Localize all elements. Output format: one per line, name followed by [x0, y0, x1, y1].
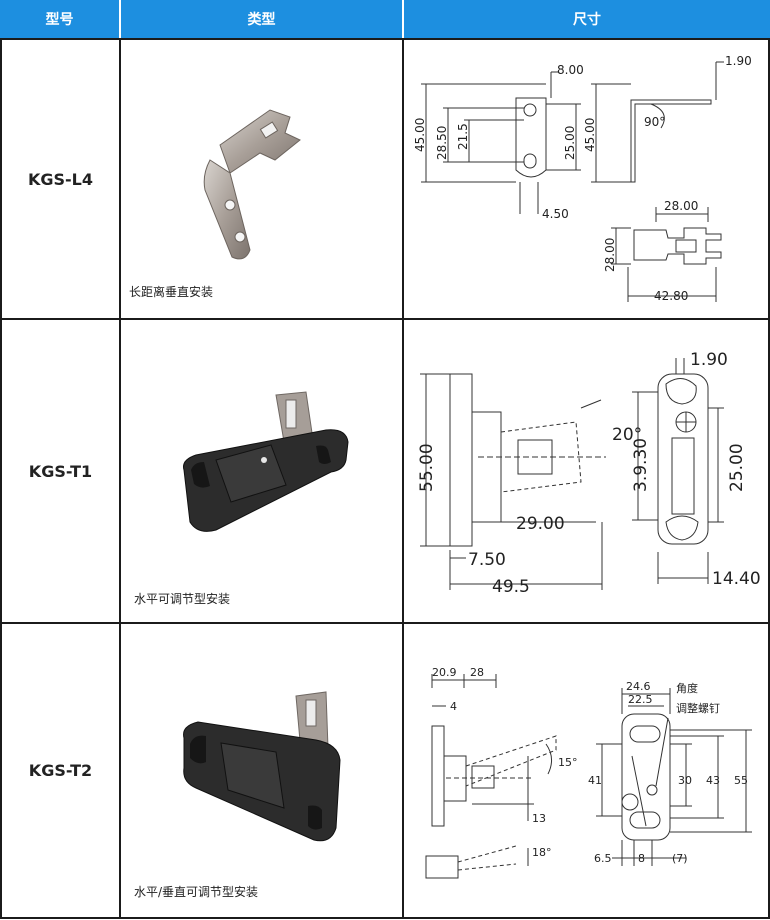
dim-label: 29.00 [516, 514, 565, 534]
dim-label: 43 [706, 774, 720, 787]
dim-label: 28.50 [435, 126, 449, 160]
header-divider [119, 0, 121, 38]
annotation-label: 调整螺钉 [676, 701, 720, 715]
dim-label: 55.00 [417, 443, 437, 492]
dim-label: 1.90 [725, 54, 752, 68]
col-divider [119, 38, 121, 919]
col-divider [402, 38, 404, 919]
model-name: KGS-T2 [28, 761, 93, 780]
dim-label: 90° [644, 115, 665, 129]
dim-label: 45.00 [583, 118, 597, 152]
dim-label: 8 [638, 852, 645, 865]
annotation-label: 角度 [676, 681, 698, 695]
header-type: 类型 [121, 0, 402, 38]
dim-label: 20° [612, 425, 642, 445]
dim-label: 45.00 [413, 118, 427, 152]
dim-label: 3.9.30 [631, 438, 651, 492]
dim-label: 25.00 [563, 126, 577, 160]
dimension-drawing: 8.00 1.90 45.00 28.50 21.5 25.00 45.00 9… [406, 42, 766, 316]
dim-label: 42.80 [654, 289, 688, 303]
dim-label: 14.40 [712, 569, 761, 589]
dim-label: 28.00 [664, 199, 698, 213]
dim-label: 49.5 [492, 577, 530, 597]
product-image [176, 688, 352, 848]
row-divider [0, 318, 770, 320]
dim-label: 18° [532, 846, 552, 859]
header-dimension: 尺寸 [404, 0, 770, 38]
dim-label: 22.5 [628, 693, 653, 706]
kgs-t2-dimension-drawing: 20.9 28 4 15° 13 18° 24.6 22.5 角度 调整螺钉 4… [425, 666, 752, 879]
t2-key-block-illustration [183, 691, 341, 842]
col-divider [0, 38, 2, 919]
row-divider [0, 622, 770, 624]
model-name: KGS-T1 [28, 461, 93, 481]
dim-label: 20.9 [432, 666, 457, 679]
header-model: 型号 [0, 0, 119, 38]
dim-label: 28 [470, 666, 484, 679]
dim-label: 55 [734, 774, 748, 787]
kgs-l4-dimension-drawing: 8.00 1.90 45.00 28.50 21.5 25.00 45.00 9… [413, 54, 752, 303]
dim-label: 25.00 [727, 443, 747, 492]
dim-label: (7) [672, 852, 688, 865]
row-divider [0, 917, 770, 919]
dim-label: 4.50 [542, 207, 569, 221]
dim-label: 21.5 [456, 123, 470, 150]
mount-caption: 水平可调节型安装 [134, 592, 231, 606]
dim-label: 8.00 [557, 63, 584, 77]
dim-label: 6.5 [594, 852, 612, 865]
dim-label: 13 [532, 812, 546, 825]
product-image [190, 105, 310, 265]
dim-label: 15° [558, 756, 578, 769]
dim-label: 1.90 [690, 350, 728, 370]
mount-caption: 长距离垂直安装 [129, 285, 214, 299]
dimension-drawing: 20.9 28 4 15° 13 18° 24.6 22.5 角度 调整螺钉 4… [406, 626, 766, 915]
t1-key-block-illustration [183, 391, 349, 532]
dimension-drawing: 1.90 20° 55.00 29.00 7.50 49.5 3.9.30 25… [406, 322, 766, 620]
dim-label: 4 [450, 700, 457, 713]
mount-caption: 水平/垂直可调节型安装 [134, 885, 259, 899]
kgs-t1-dimension-drawing: 1.90 20° 55.00 29.00 7.50 49.5 3.9.30 25… [417, 350, 761, 597]
l-bracket-key-illustration [203, 109, 301, 260]
dim-label: 28.00 [603, 238, 617, 272]
dim-label: 7.50 [468, 550, 506, 570]
col-divider [768, 38, 770, 919]
model-name: KGS-L4 [27, 169, 94, 189]
dim-label: 41 [588, 774, 602, 787]
row-divider [0, 38, 770, 40]
dim-label: 24.6 [626, 680, 651, 693]
product-image [176, 390, 352, 550]
header-divider [402, 0, 404, 38]
dim-label: 30 [678, 774, 692, 787]
